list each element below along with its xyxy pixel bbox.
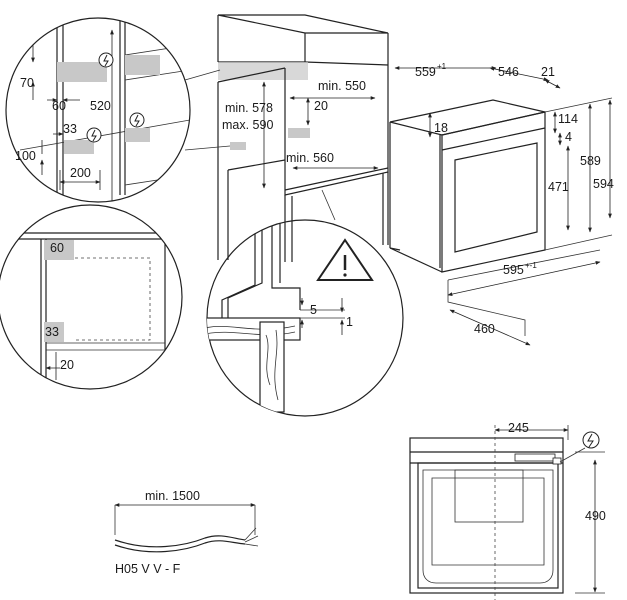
dim-20-label: 20 — [314, 99, 328, 113]
plug-icon — [98, 52, 114, 68]
niche-cabinet: min. 550 20 min. 578 max. 590 min. 560 — [184, 14, 389, 262]
dim-460-label: 460 — [474, 322, 495, 336]
dim-471-label: 471 — [548, 180, 569, 194]
dim-70-label: 70 — [20, 76, 34, 90]
dim-245-label: 245 — [508, 421, 529, 435]
dim-4-label: 4 — [565, 130, 572, 144]
dim-520-label: 520 — [90, 99, 111, 113]
rear-detail-circle: 60 33 20 — [0, 204, 183, 390]
dim-594-label: 594 — [593, 177, 614, 191]
dim-559-label: 559 — [415, 65, 436, 79]
rear-dim-60-label: 60 — [50, 241, 64, 255]
dim-21-label: 21 — [541, 65, 555, 79]
power-cable: min. 1500 H05 V V - F — [114, 489, 259, 576]
dim-559-tol-label: +1 — [437, 62, 447, 71]
rear-dim-33-label: 33 — [45, 325, 59, 339]
min-550-label: min. 550 — [318, 79, 366, 93]
dim-595-label: 595 — [503, 263, 524, 277]
dim-490-label: 490 — [585, 509, 606, 523]
dim-546-label: 546 — [498, 65, 519, 79]
mount-dim-5-label: 5 — [310, 303, 317, 317]
dim-33-label: 33 — [63, 122, 77, 136]
dim-595-tol-label: +-1 — [525, 261, 537, 270]
mount-dim-1-label: 1 — [346, 315, 353, 329]
dim-589-label: 589 — [580, 154, 601, 168]
min-578-label: min. 578 — [225, 101, 273, 115]
front-view: 245 490 — [409, 421, 606, 600]
min-560-label: min. 560 — [286, 151, 334, 165]
dim-114-label: 114 — [558, 112, 578, 126]
plug-icon — [86, 127, 102, 143]
cabinet-detail-circle: 70 520 60 33 100 200 — [5, 17, 191, 203]
warning-icon — [316, 238, 374, 281]
max-590-label: max. 590 — [222, 118, 273, 132]
plug-icon — [129, 112, 145, 128]
plug-icon — [582, 431, 600, 449]
dim-100-label: 100 — [15, 149, 36, 163]
rear-dim-20-label: 20 — [60, 358, 74, 372]
dim-200-label: 200 — [70, 166, 91, 180]
dim-60-label: 60 — [52, 99, 66, 113]
dim-18-label: 18 — [434, 121, 448, 135]
oven-unit: 559 +1 546 21 114 4 18 589 594 471 595 +… — [389, 62, 614, 346]
mount-detail-circle: 5 1 — [206, 219, 404, 417]
min-1500-label: min. 1500 — [145, 489, 200, 503]
cable-type-label: H05 V V - F — [115, 562, 181, 576]
